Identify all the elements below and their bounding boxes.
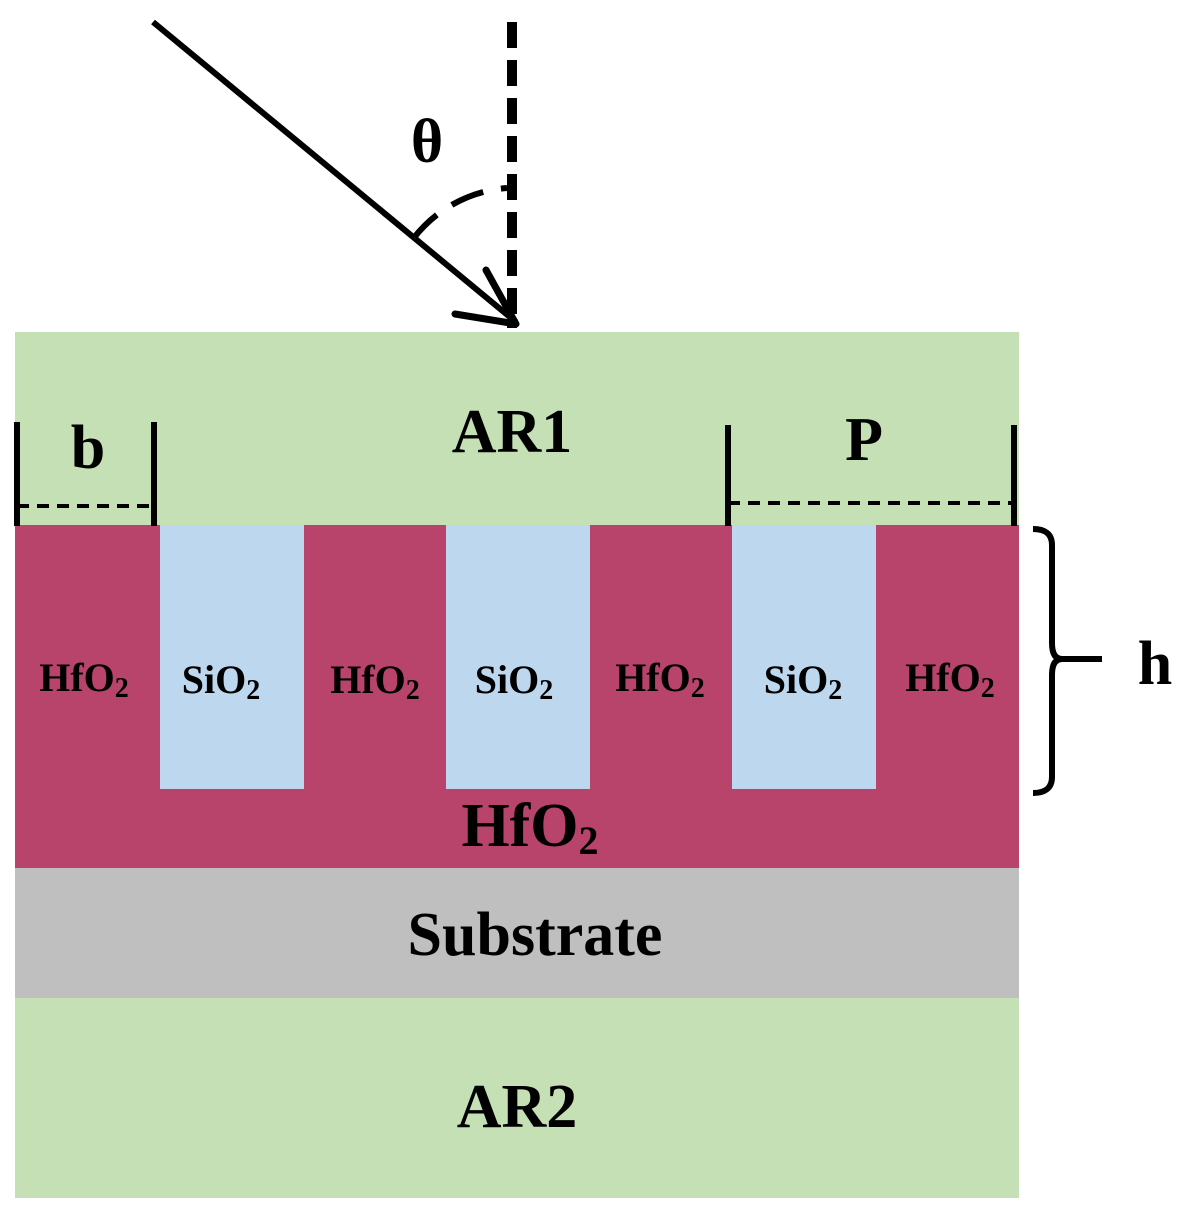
h-bracket xyxy=(1032,526,1063,796)
hfo2-label-1: HfO2 xyxy=(39,655,129,704)
incident-ray-arrowhead xyxy=(451,266,520,328)
sio2-ridge-2 xyxy=(446,525,590,789)
incident-ray xyxy=(151,19,518,325)
sio2-ridge-3 xyxy=(732,525,876,789)
ar2-label: AR2 xyxy=(457,1073,578,1141)
angle-arc xyxy=(410,185,508,241)
sio2-ridge-1 xyxy=(160,525,304,789)
sio2-label-1: SiO2 xyxy=(182,657,260,706)
hfo2-label-4: HfO2 xyxy=(905,655,995,704)
ar1-layer xyxy=(15,332,1019,525)
theta-label: θ xyxy=(411,108,443,176)
p-label: P xyxy=(845,406,883,474)
hfo2-base-layer-label: HfO2 xyxy=(461,792,598,863)
hfo2-label-3: HfO2 xyxy=(615,655,705,704)
substrate-layer xyxy=(15,868,1019,998)
ar1-label: AR1 xyxy=(452,398,573,466)
substrate-label: Substrate xyxy=(408,901,663,969)
h-label: h xyxy=(1138,630,1172,698)
sio2-label-2: SiO2 xyxy=(475,657,553,706)
b-label: b xyxy=(71,414,105,482)
sio2-label-3: SiO2 xyxy=(764,657,842,706)
hfo2-label-2: HfO2 xyxy=(330,657,420,706)
ar2-layer xyxy=(15,998,1019,1198)
